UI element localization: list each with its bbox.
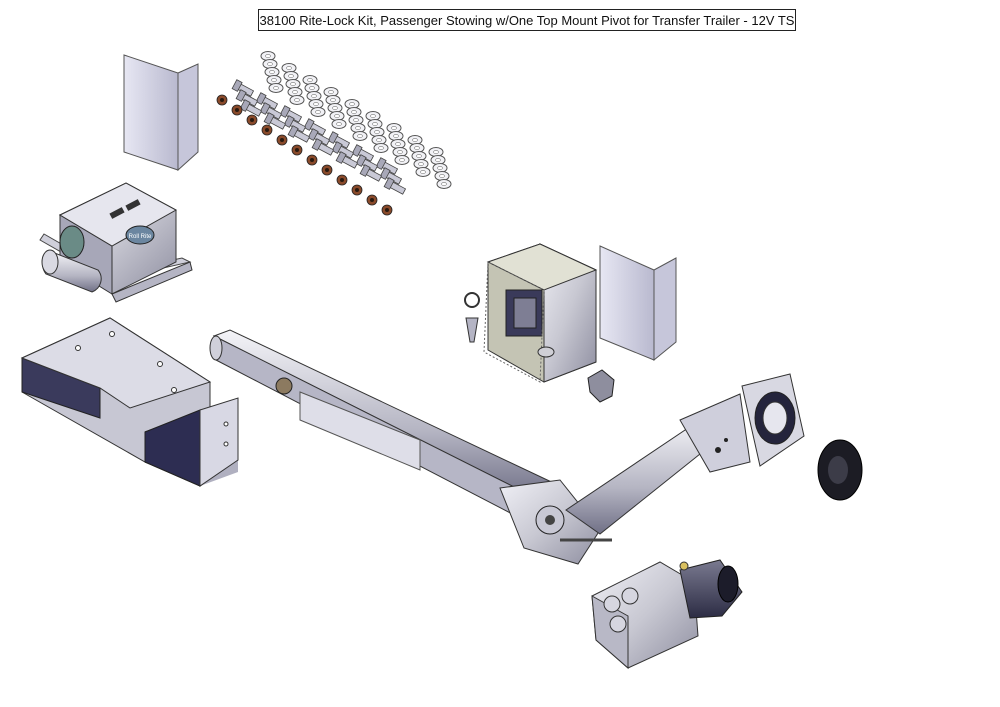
washer-hole-icon [374,130,380,134]
nut-hole-icon [325,168,329,172]
washer-hole-icon [435,158,441,162]
washer-hole-icon [349,102,355,106]
nut-hole-icon [295,148,299,152]
washer-hole-icon [395,142,401,146]
bolt-head-icon [287,125,299,138]
washer-hole-icon [290,82,296,86]
motor-housing-icon: Roll Rite [39,182,193,303]
instruction-sheet-right-icon [599,245,677,362]
washer-hole-icon [307,78,313,82]
washer-hole-icon [269,70,275,74]
washer-hole-icon [315,110,321,114]
washer-hole-icon [441,182,447,186]
washer-hole-icon [397,150,403,154]
bolt-head-icon [235,89,247,102]
washer-hole-icon [399,158,405,162]
bolt-head-icon [279,105,291,118]
washer-hole-icon [357,134,363,138]
washer-hole-icon [391,126,397,130]
washer-hole-icon [433,150,439,154]
bolt-head-icon [259,102,271,115]
washer-hole-icon [439,174,445,178]
washer-hole-icon [271,78,277,82]
washer-hole-icon [273,86,279,90]
washer-hole-icon [311,94,317,98]
instruction-sheet-left-icon [123,54,199,172]
bolt-head-icon [311,138,323,151]
washer-hole-icon [309,86,315,90]
washer-hole-icon [330,98,336,102]
arm-assembly-icon [209,329,805,565]
bolt-head-icon [351,144,363,157]
washer-hole-icon [332,106,338,110]
motor-logo: Roll Rite [129,234,152,240]
washer-hole-icon [313,102,319,106]
washer-hole-icon [372,122,378,126]
bolt-head-icon [331,141,343,154]
bolt-head-icon [231,79,243,92]
diagram-title: 38100 Rite-Lock Kit, Passenger Stowing w… [258,9,796,31]
washer-hole-icon [288,74,294,78]
bolt-head-icon [375,157,387,170]
bolt-head-icon [239,99,251,112]
washer-hole-icon [334,114,340,118]
washer-hole-icon [378,146,384,150]
washer-hole-icon [294,98,300,102]
bolt-head-icon [307,128,319,141]
washer-hole-icon [336,122,342,126]
washer-hole-icon [267,62,273,66]
washer-hole-icon [393,134,399,138]
bolt-head-icon [327,131,339,144]
washer-hole-icon [414,146,420,150]
washer-hole-icon [355,126,361,130]
hardware-bolts-washers-nuts [216,51,452,216]
bolt-head-icon [359,164,371,177]
washer-hole-icon [376,138,382,142]
nut-hole-icon [355,188,359,192]
bolt-head-icon [255,92,267,105]
nut-hole-icon [280,138,284,142]
washer-hole-icon [370,114,376,118]
washer-hole-icon [265,54,271,58]
washer-hole-icon [351,110,357,114]
washer-hole-icon [328,90,334,94]
nut-hole-icon [235,108,239,112]
nut-hole-icon [385,208,389,212]
bolt-head-icon [379,167,391,180]
control-box-icon [464,243,615,403]
bolt-head-icon [355,154,367,167]
nut-hole-icon [370,198,374,202]
bolt-head-icon [335,151,347,164]
bolt-head-icon [283,115,295,128]
nut-hole-icon [220,98,224,102]
bolt-head-icon [383,177,395,190]
nut-hole-icon [340,178,344,182]
mounting-plate-icon [20,317,239,487]
washer-hole-icon [286,66,292,70]
gear-motor-icon [591,559,743,670]
washer-hole-icon [420,170,426,174]
bolt-head-icon [303,118,315,131]
nut-hole-icon [250,118,254,122]
washer-hole-icon [418,162,424,166]
washer-hole-icon [292,90,298,94]
nut-hole-icon [265,128,269,132]
washer-hole-icon [412,138,418,142]
pivot-seal-icon [817,439,863,501]
bolt-head-icon [263,112,275,125]
nut-hole-icon [310,158,314,162]
washer-hole-icon [437,166,443,170]
washer-hole-icon [416,154,422,158]
washer-hole-icon [353,118,359,122]
